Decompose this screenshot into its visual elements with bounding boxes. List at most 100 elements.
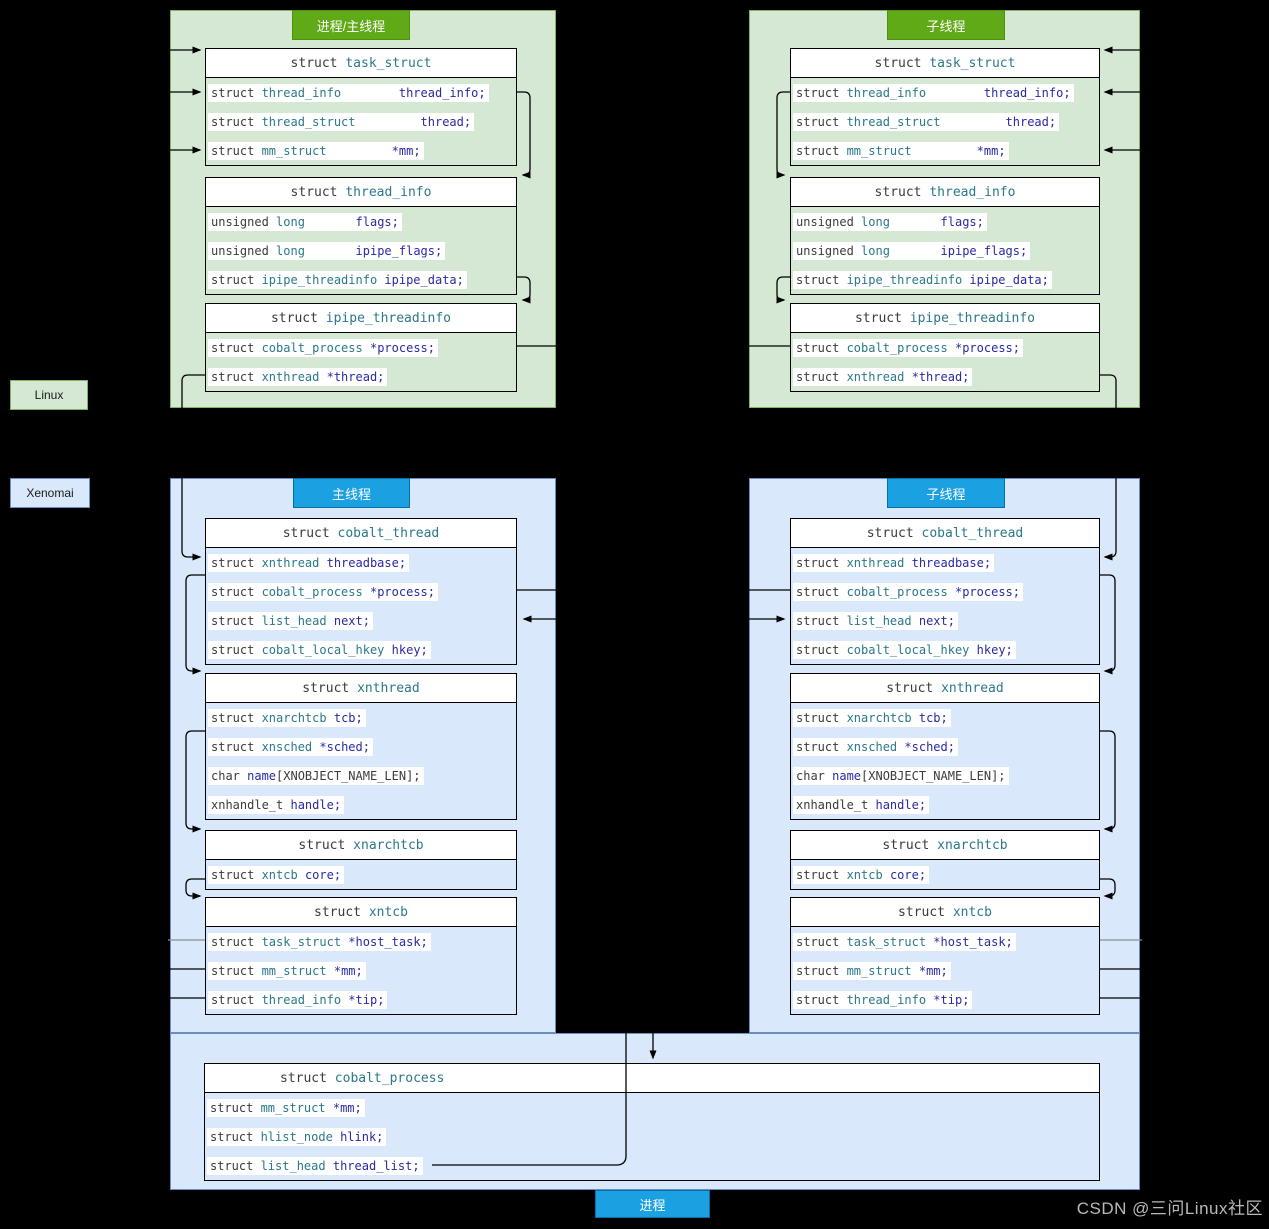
- struct-field-row: unsigned long flags;: [791, 207, 1099, 236]
- struct-field-row: unsigned long flags;: [206, 207, 516, 236]
- code-token: cobalt_process: [846, 584, 948, 599]
- code-token: *process;: [954, 584, 1020, 599]
- struct-title: struct xntcb: [206, 898, 516, 927]
- code-token: [298, 868, 305, 882]
- code-token: cobalt_process: [334, 1070, 445, 1086]
- field-code: struct thread_struct thread;: [793, 112, 1060, 131]
- code-token: thread_info;: [398, 85, 486, 100]
- code-token: mm_struct: [260, 1100, 326, 1115]
- code-token: hkey;: [391, 642, 428, 657]
- code-token: struct: [211, 114, 262, 129]
- code-token: tcb;: [918, 710, 948, 725]
- field-code: struct thread_info thread_info;: [208, 83, 489, 102]
- field-code: struct mm_struct *mm;: [207, 1098, 365, 1117]
- code-token: cobalt_process: [846, 340, 948, 355]
- struct-field-row: char name[XNOBJECT_NAME_LEN];: [206, 761, 516, 790]
- struct-field-row: struct xnsched *sched;: [791, 732, 1099, 761]
- code-token: thread_info: [345, 184, 432, 200]
- code-token: *host_task;: [348, 934, 428, 949]
- code-token: xntcb: [261, 867, 298, 882]
- code-token: thread_info: [261, 85, 342, 100]
- code-token: [326, 1159, 333, 1173]
- code-token: thread_struct: [261, 114, 356, 129]
- code-token: *mm;: [333, 963, 363, 978]
- panel-tab-linux-sub: 子线程: [887, 10, 1005, 40]
- code-token: xntcb: [952, 904, 992, 920]
- code-token: cobalt_thread: [337, 525, 440, 541]
- code-token: char: [796, 768, 833, 783]
- code-token: struct: [211, 555, 262, 570]
- code-token: ipipe_data;: [384, 272, 464, 287]
- struct-field-row: struct xntcb core;: [791, 860, 1099, 889]
- code-token: [327, 144, 392, 158]
- code-token: struct: [211, 143, 262, 158]
- code-token: struct: [796, 992, 847, 1007]
- code-token: tcb;: [333, 710, 363, 725]
- code-token: thread_info;: [983, 85, 1071, 100]
- panel-tab-linux-main: 进程/主线程: [292, 10, 410, 40]
- code-token: struct: [270, 310, 326, 326]
- field-code: struct cobalt_local_hkey hkey;: [208, 640, 431, 659]
- code-token: struct: [211, 710, 262, 725]
- code-token: xnarchtcb: [261, 710, 327, 725]
- code-token: handle;: [290, 797, 342, 812]
- code-token: struct: [796, 555, 847, 570]
- field-code: struct mm_struct *mm;: [793, 961, 951, 980]
- field-code: struct xnsched *sched;: [793, 737, 958, 756]
- code-token: xnarchtcb: [846, 710, 912, 725]
- field-code: struct thread_info *tip;: [208, 990, 388, 1009]
- code-token: [912, 144, 977, 158]
- code-token: struct: [211, 613, 262, 628]
- code-token: list_head: [261, 613, 327, 628]
- code-token: *thread;: [326, 369, 385, 384]
- code-token: struct: [282, 525, 338, 541]
- struct-field-row: xnhandle_t handle;: [791, 790, 1099, 819]
- code-token: thread;: [420, 114, 472, 129]
- struct-field-row: struct cobalt_process *process;: [206, 577, 516, 606]
- code-token: xnthread: [941, 680, 1004, 696]
- code-token: struct: [280, 1070, 335, 1086]
- code-token: [384, 643, 391, 657]
- code-token: [912, 614, 919, 628]
- code-token: task_struct: [846, 934, 927, 949]
- code-token: unsigned: [796, 243, 862, 258]
- code-token: struct: [211, 867, 262, 882]
- struct-title: struct task_struct: [206, 49, 516, 78]
- code-token: [356, 115, 421, 129]
- code-token: struct: [874, 55, 930, 71]
- code-token: struct: [211, 340, 262, 355]
- struct-field-row: struct mm_struct *mm;: [206, 956, 516, 985]
- struct-field-row: struct task_struct *host_task;: [206, 927, 516, 956]
- code-token: [941, 115, 1006, 129]
- struct-field-row: struct xnsched *sched;: [206, 732, 516, 761]
- code-token: xntcb: [846, 867, 883, 882]
- code-token: struct: [796, 272, 847, 287]
- code-token: long: [276, 243, 305, 258]
- code-token: mm_struct: [261, 963, 327, 978]
- field-code: struct xntcb core;: [793, 865, 930, 884]
- field-code: struct list_head next;: [208, 611, 373, 630]
- code-token: thread;: [1005, 114, 1057, 129]
- struct-field-row: struct cobalt_process *process;: [791, 577, 1099, 606]
- code-token: xnhandle_t: [211, 797, 291, 812]
- code-token: char: [211, 768, 248, 783]
- code-token: *tip;: [933, 992, 970, 1007]
- code-token: struct: [211, 934, 262, 949]
- struct-title: struct ipipe_threadinfo: [206, 304, 516, 333]
- struct-title: struct thread_info: [206, 178, 516, 207]
- code-token: struct: [796, 867, 847, 882]
- field-code: struct mm_struct *mm;: [793, 141, 1009, 160]
- code-token: cobalt_process: [261, 584, 363, 599]
- struct-field-row: struct cobalt_local_hkey hkey;: [791, 635, 1099, 664]
- code-token: *host_task;: [933, 934, 1013, 949]
- code-token: task_struct: [929, 55, 1016, 71]
- code-token: struct: [211, 272, 262, 287]
- code-token: [333, 1130, 340, 1144]
- struct-field-row: struct thread_info thread_info;: [206, 78, 516, 107]
- struct-title: struct xnthread: [791, 674, 1099, 703]
- field-code: struct cobalt_process *process;: [793, 582, 1023, 601]
